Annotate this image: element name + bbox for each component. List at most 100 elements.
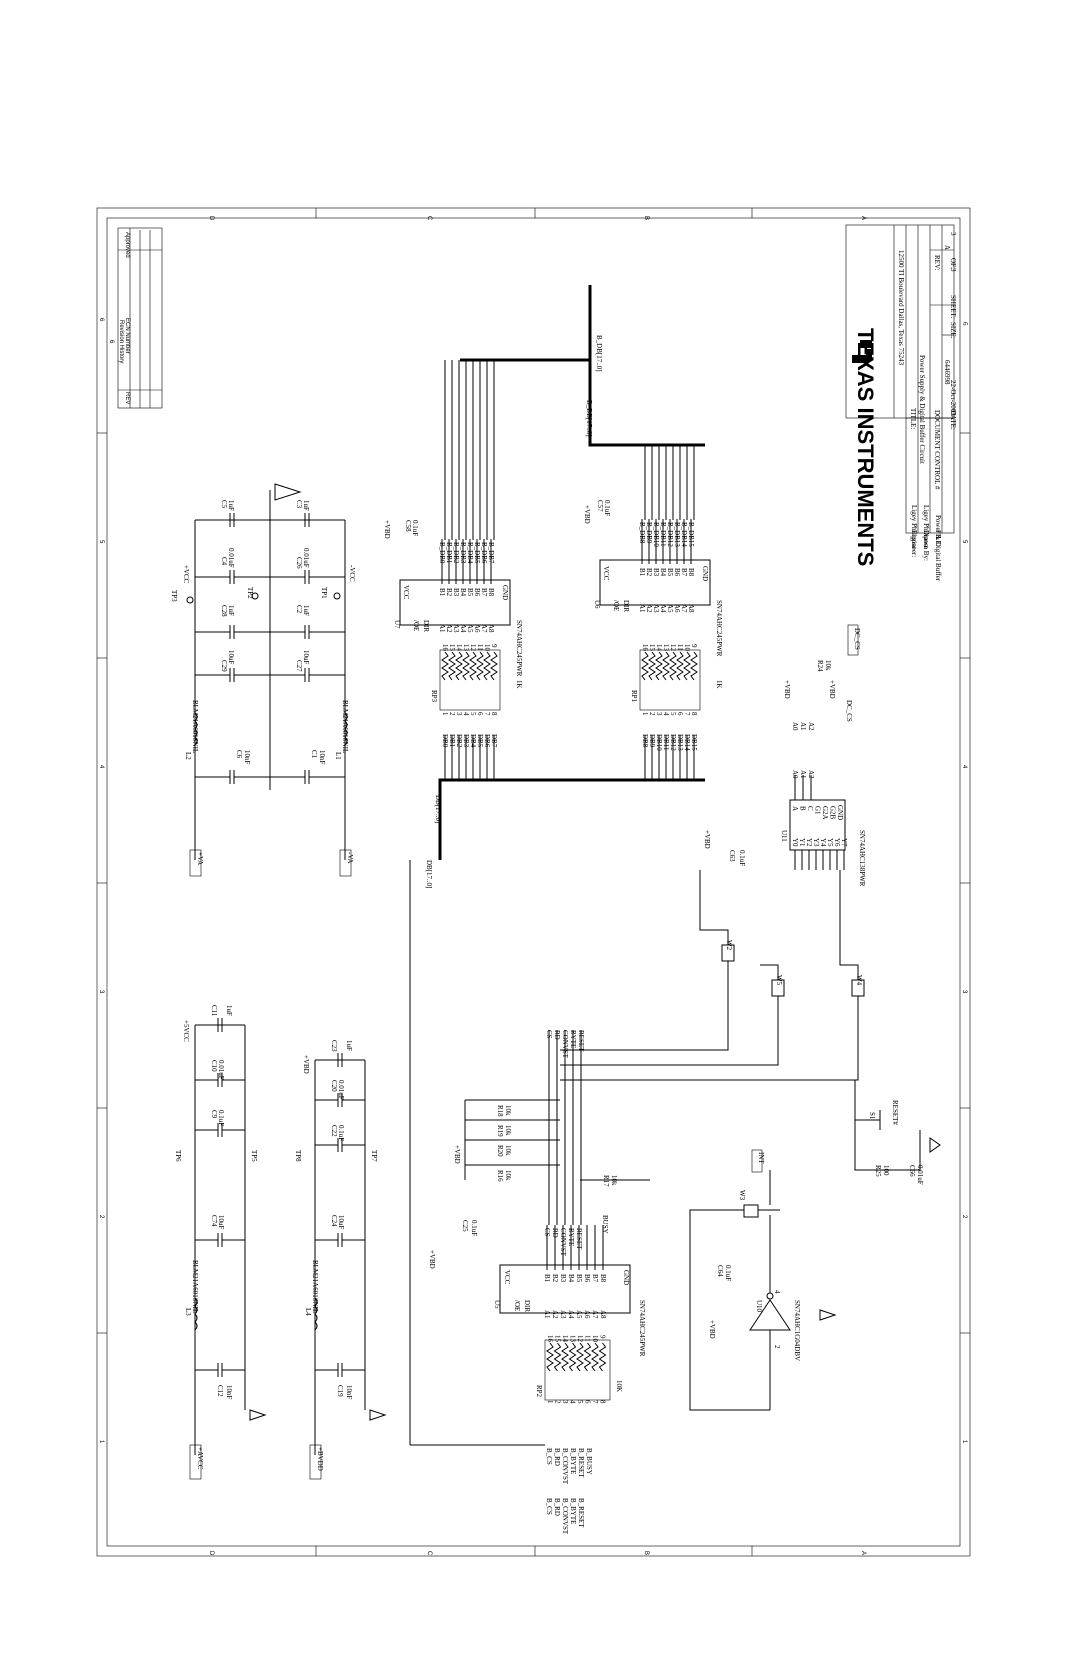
control-signal-out-label: B_RD: [553, 1498, 561, 1516]
ti-address: 12500 TI Boulevard Dallas, Texas 75243: [897, 250, 905, 366]
rp3-pins-left-pin: 2: [448, 712, 456, 716]
rp1-pins-right-pin: 15: [648, 644, 656, 652]
bus-db-label: DB[17..0]: [425, 860, 433, 888]
u6-part: SN74AHC245PWR: [715, 600, 723, 657]
ground-icon: [819, 1309, 837, 1321]
c4-label: C4: [220, 557, 228, 566]
tp1-label: TP1: [320, 587, 328, 599]
rp3-pins-left-pin: 1: [441, 712, 449, 716]
reset-switch: S1 RESET# R25 100 C66 0.01uF: [854, 1080, 941, 1185]
r19-val: 10k: [504, 1125, 512, 1136]
rp3-pins-left-pin: 5: [469, 712, 477, 716]
r19-label: R19: [496, 1125, 504, 1137]
rp1-ref: RP1: [630, 690, 638, 703]
rp3-pins-resistor-icon: [483, 651, 491, 681]
u11-c63-val: 0.1uF: [738, 850, 746, 866]
zone-row-2: 2: [98, 1215, 104, 1219]
rp2-pins-left-pin: 7: [591, 1400, 599, 1404]
u7-pins: A1B1B_DB0A2B2B_DB1A3B3B_DB2A4B4B_DB3A5B5…: [438, 539, 495, 633]
u6-pins-a-pin: A4: [659, 604, 667, 613]
r25-label: R25: [874, 1165, 882, 1177]
net-va-neg: [339, 849, 352, 877]
ti-logo-icon: [852, 340, 872, 363]
zone-row-5: 5: [98, 540, 104, 544]
rp3-pins-left-pin: 6: [476, 712, 484, 716]
rp1-pins: 116DB8215DB9314DB10413DB11512DB12611DB13…: [641, 644, 698, 751]
dc-cs-label-2: DC_CS: [845, 700, 853, 722]
u11-output-pin: Y7: [840, 838, 848, 847]
rp2-pins-resistor-icon: [591, 1342, 599, 1372]
u7-pins-b-pin: B7: [480, 588, 488, 597]
title-value: Power Supply & Digital Buffer Circuit: [918, 355, 926, 464]
rp1-pins-right-pin: 13: [662, 644, 670, 652]
vbd-label-bottom: +VBD: [302, 1055, 310, 1074]
u7-pins-a-pin: A2: [445, 624, 453, 633]
rp1-pins-left-pin: 1: [641, 712, 649, 716]
rp3-pins-resistor-icon: [455, 651, 463, 681]
c3-value: 1uF: [302, 500, 310, 511]
u11-output-pin: Y4: [819, 838, 827, 847]
u7-pins-b-pin: B1: [438, 588, 446, 597]
rp2-pins-left-pin: 3: [561, 1400, 569, 1404]
l4-label: L4: [304, 1308, 312, 1316]
u5-pins-b-pin: B3: [559, 1274, 567, 1283]
cap-c22: [315, 1138, 365, 1152]
bvdd-label: +BVDD: [316, 1447, 324, 1471]
jumper-w3[interactable]: [743, 1204, 759, 1218]
c11-label: C11: [210, 1005, 218, 1017]
l3-label: L3: [184, 1308, 192, 1316]
u5-pins-a-pin: A6: [583, 1310, 591, 1319]
zone-row-2-right: 2: [961, 1215, 967, 1219]
u5-c25-val: 0.1uF: [470, 1220, 478, 1236]
c11-value: 1uF: [225, 1005, 233, 1016]
u5-pins-b-pin: B7: [591, 1274, 599, 1283]
u11-output-pin: Y1: [798, 838, 806, 847]
u7-pins-a-pin: A4: [459, 624, 467, 633]
tp2-label: TP2: [246, 587, 254, 599]
c29-value: 10uF: [227, 650, 235, 665]
rp2-pins-right-pin: 10: [591, 1335, 599, 1343]
u11-part: SN74AHC138PWR: [858, 830, 866, 887]
u5-oe: /OE: [513, 1300, 521, 1311]
rp3-pins-right-pin: 12: [469, 644, 477, 652]
u6-pins-b-pin: B3: [652, 568, 660, 577]
c1-label: C1: [310, 750, 318, 759]
u10-vbd: +VBD: [708, 1320, 716, 1339]
u11-vbd2: +VBD: [783, 680, 791, 699]
rp1-pins-left-pin: 8: [690, 712, 698, 716]
cap-c23: [337, 1053, 343, 1067]
rp2-pins-left-pin: 2: [554, 1400, 562, 1404]
revision-rev-header: REV: [124, 392, 130, 404]
zone-row-3-right: 3: [961, 990, 967, 994]
w2-label: W2: [725, 940, 733, 951]
u6-dir: DIR: [622, 600, 630, 612]
u7-vcc: VCC: [402, 585, 410, 600]
u11-input-pin: B: [799, 806, 807, 811]
u11-input-pin: C: [806, 806, 814, 811]
zone-col-c-bottom: C: [426, 1551, 432, 1556]
c2-label: C2: [295, 605, 303, 614]
control-signal-out-label: B_CS: [545, 1498, 553, 1515]
doc-control-value: 6446998: [943, 360, 951, 385]
c24-label: C24: [330, 1215, 338, 1227]
rp1-pins-right-pin: 11: [676, 644, 684, 651]
zone-row-6: 6: [98, 318, 104, 322]
top-power-section: +VA -VA +VCC -VCC TP3 TP2 TP1 L2 BLM21A6…: [170, 483, 356, 877]
rp1-pins-left-pin: 7: [683, 712, 691, 716]
cap-c11: [217, 1018, 223, 1032]
sheet-border: [96, 207, 971, 1557]
c26-value: 0.01uF: [302, 548, 310, 568]
cap-c9: [195, 1123, 245, 1137]
net-va-pos: [189, 849, 202, 877]
tp5-label: TP5: [250, 1150, 258, 1162]
rp2-pins-resistor-icon: [598, 1342, 607, 1372]
c22-value: 0.1uF: [337, 1125, 345, 1141]
zone-col-b-top: B: [643, 216, 649, 220]
u11-gnd: GND: [836, 805, 844, 820]
rp1-pins-right-pin: 9: [690, 644, 698, 648]
zone-row-4: 4: [98, 765, 104, 769]
rp3-pins-left-pin: 8: [490, 712, 498, 716]
rp3-pins-left-pin: 7: [483, 712, 491, 716]
u11-input-pin: G2A: [821, 806, 829, 820]
